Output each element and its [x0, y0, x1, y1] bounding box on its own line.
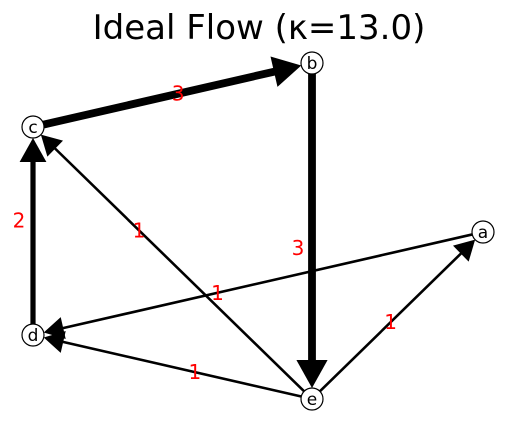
node-a: a	[471, 220, 495, 244]
node-circle	[300, 51, 324, 75]
node-label: d	[28, 326, 39, 346]
node-circle	[471, 220, 495, 244]
diagram-title: Ideal Flow (κ=13.0)	[93, 8, 426, 48]
edge-line	[52, 146, 306, 393]
arrowhead	[452, 239, 476, 262]
edge-d-c	[19, 138, 47, 324]
node-label: c	[28, 118, 37, 138]
node-label: e	[307, 390, 317, 410]
node-circle	[21, 323, 45, 347]
edge-flow-label: 2	[13, 209, 26, 233]
arrowhead	[19, 138, 47, 162]
arrowhead	[40, 134, 64, 157]
edge-e-c	[40, 134, 306, 393]
node-d: d	[21, 323, 45, 347]
edge-flow-label: 3	[172, 82, 185, 106]
node-label: a	[478, 223, 488, 243]
edge-b-e	[296, 74, 328, 388]
edge-flow-label: 1	[384, 310, 397, 334]
node-e: e	[300, 387, 324, 411]
node-c: c	[21, 115, 45, 139]
node-circle	[300, 387, 324, 411]
edge-label-layer: 3 3 2 1 1 1 1	[13, 82, 397, 384]
edge-flow-label: 3	[292, 236, 305, 260]
edge-line	[60, 340, 302, 398]
edge-flow-label: 1	[188, 360, 201, 384]
edge-e-d	[43, 331, 302, 398]
edge-flow-label: 1	[133, 218, 146, 242]
node-label: b	[307, 54, 318, 74]
edge-line	[60, 233, 473, 330]
edge-flow-label: 1	[211, 281, 224, 305]
edge-line	[318, 251, 464, 393]
edge-c-b	[42, 56, 302, 129]
arrowhead	[296, 360, 328, 388]
edge-e-a	[318, 239, 476, 393]
edge-layer	[19, 56, 476, 398]
arrowhead	[43, 331, 66, 353]
node-layer: a b c d e	[21, 51, 495, 411]
edge-a-d	[43, 233, 473, 340]
node-b: b	[300, 51, 324, 75]
node-circle	[21, 115, 45, 139]
edge-line	[42, 67, 277, 129]
arrowhead	[270, 56, 302, 87]
